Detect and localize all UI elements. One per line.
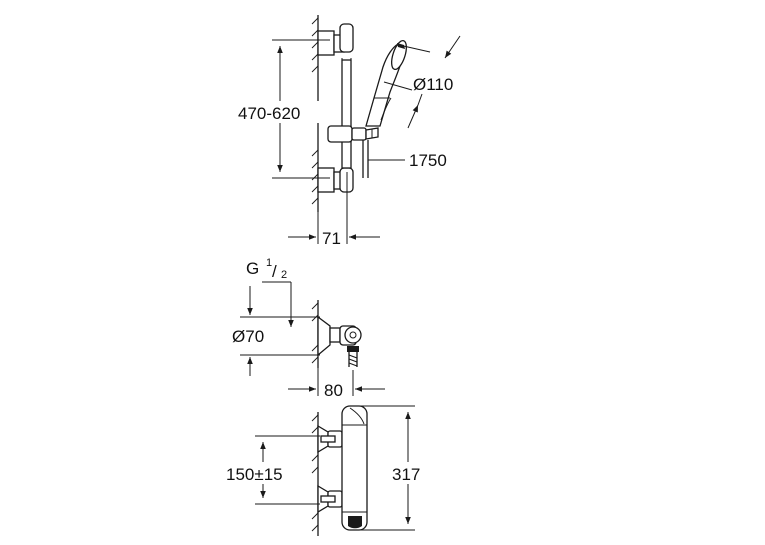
dimension-height-317: 317 <box>358 405 434 531</box>
hose <box>362 140 369 178</box>
upper-wall-bracket <box>317 23 354 56</box>
slider-holder <box>327 125 379 143</box>
dimension-depth-80: 80 <box>288 368 385 400</box>
thread-label: G 1 / 2 <box>246 257 294 327</box>
s-union-connector <box>317 315 362 367</box>
wall-hatch-bottom <box>311 412 319 536</box>
dimension-rail-470-620: 470-620 <box>236 39 330 179</box>
label-centers-150: 150±15 <box>226 465 283 484</box>
dimension-depth-71: 71 <box>288 172 380 248</box>
label-diameter-70: Ø70 <box>232 327 264 346</box>
lower-wall-bracket <box>317 167 354 193</box>
dimension-centers-150: 150±15 <box>224 435 320 505</box>
label-thread-numerator: 1 <box>266 257 272 269</box>
dimension-hose-1750: 1750 <box>368 151 447 170</box>
label-depth-80: 80 <box>324 381 343 400</box>
upper-inlet-connector <box>317 424 343 454</box>
dimension-diameter-70: Ø70 <box>232 286 320 376</box>
label-depth-71: 71 <box>322 229 341 248</box>
thermostat-mixer: 150±15 317 <box>224 405 434 536</box>
svg-text:/: / <box>272 262 277 281</box>
mixer-side-view: G 1 / 2 <box>232 257 385 400</box>
lower-inlet-connector <box>317 484 343 514</box>
label-thread-denominator: 2 <box>281 269 287 281</box>
thermostat-body <box>341 405 368 531</box>
hand-shower <box>365 39 408 127</box>
label-rail-470-620: 470-620 <box>238 104 300 123</box>
label-hose-1750: 1750 <box>409 151 447 170</box>
label-thread-g: G <box>246 259 259 278</box>
shower-rail <box>341 58 352 169</box>
wall-hatch-middle <box>311 300 319 368</box>
label-diameter-110: Ø110 <box>413 75 453 94</box>
check-valve-stub <box>348 352 358 367</box>
label-height-317: 317 <box>392 465 420 484</box>
dimension-diameter-110: Ø110 <box>383 35 461 129</box>
shower-rail-set: Ø110 1750 470-620 71 <box>236 15 461 248</box>
